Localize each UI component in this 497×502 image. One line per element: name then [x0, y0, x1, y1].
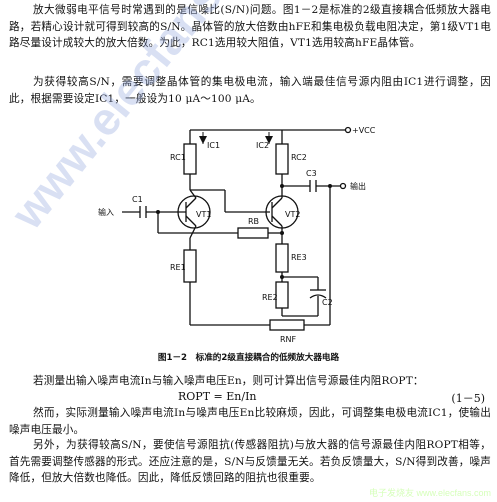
intro-paragraph: 放大微弱电平信号时常遇到的是信噪比(S/N)问题。图1－2是标准的2级直接耦合低…: [9, 4, 491, 50]
c1-label: C1: [132, 195, 143, 204]
rc1-label: RC1: [170, 153, 186, 162]
corner-watermark: 电子发烧友 www.elecfans.com: [368, 488, 491, 498]
vcc-label: +VCC: [352, 126, 376, 135]
re2-label: RE2: [262, 293, 278, 302]
circuit-diagram: +VCC 输出 输入 C1 RC1 IC1 IC2 RC2 VT1 VT2 C3…: [98, 126, 376, 344]
ic2-label: IC2: [256, 141, 269, 150]
noise-measure-paragraph: 若测量出输入噪声电流In与输入噪声电压En，则可计算出信号源最佳内阻ROPT：: [33, 375, 424, 387]
collector-current-paragraph: 为获得较高S/N，需要调整晶体管的集电极电流，输入端最佳信号源内阻由IC1进行调…: [9, 76, 491, 105]
equation-line: ROPT = En/In (1－5): [0, 390, 497, 406]
equation-number: (1－5): [451, 392, 485, 405]
vt2-label: VT2: [285, 210, 300, 219]
rnf-label: RNF: [280, 335, 297, 344]
output-label: 输出: [350, 181, 366, 191]
re1-label: RE1: [170, 263, 186, 272]
impedance-matching-paragraph: 另外，为获得较高S/N，要使信号源阻抗(传感器阻抗)与放大器的信号源最佳内阻RO…: [9, 439, 491, 485]
figure-caption: 图1－2 标准的2级直接耦合的低频放大器电路: [157, 353, 340, 363]
c3-label: C3: [306, 169, 317, 178]
c2-label: C2: [322, 298, 333, 307]
practical-adjustment-paragraph: 然而，实际测量输入噪声电流In与噪声电压En比较麻烦，因此，可调整集电极电流IC…: [9, 407, 491, 436]
equation: ROPT = En/In: [178, 390, 257, 403]
ic1-label: IC1: [207, 141, 220, 150]
rb-label: RB: [248, 217, 259, 226]
input-label: 输入: [98, 207, 114, 217]
re3-label: RE3: [291, 253, 307, 262]
vt1-label: VT1: [196, 210, 211, 219]
rc2-label: RC2: [291, 153, 307, 162]
